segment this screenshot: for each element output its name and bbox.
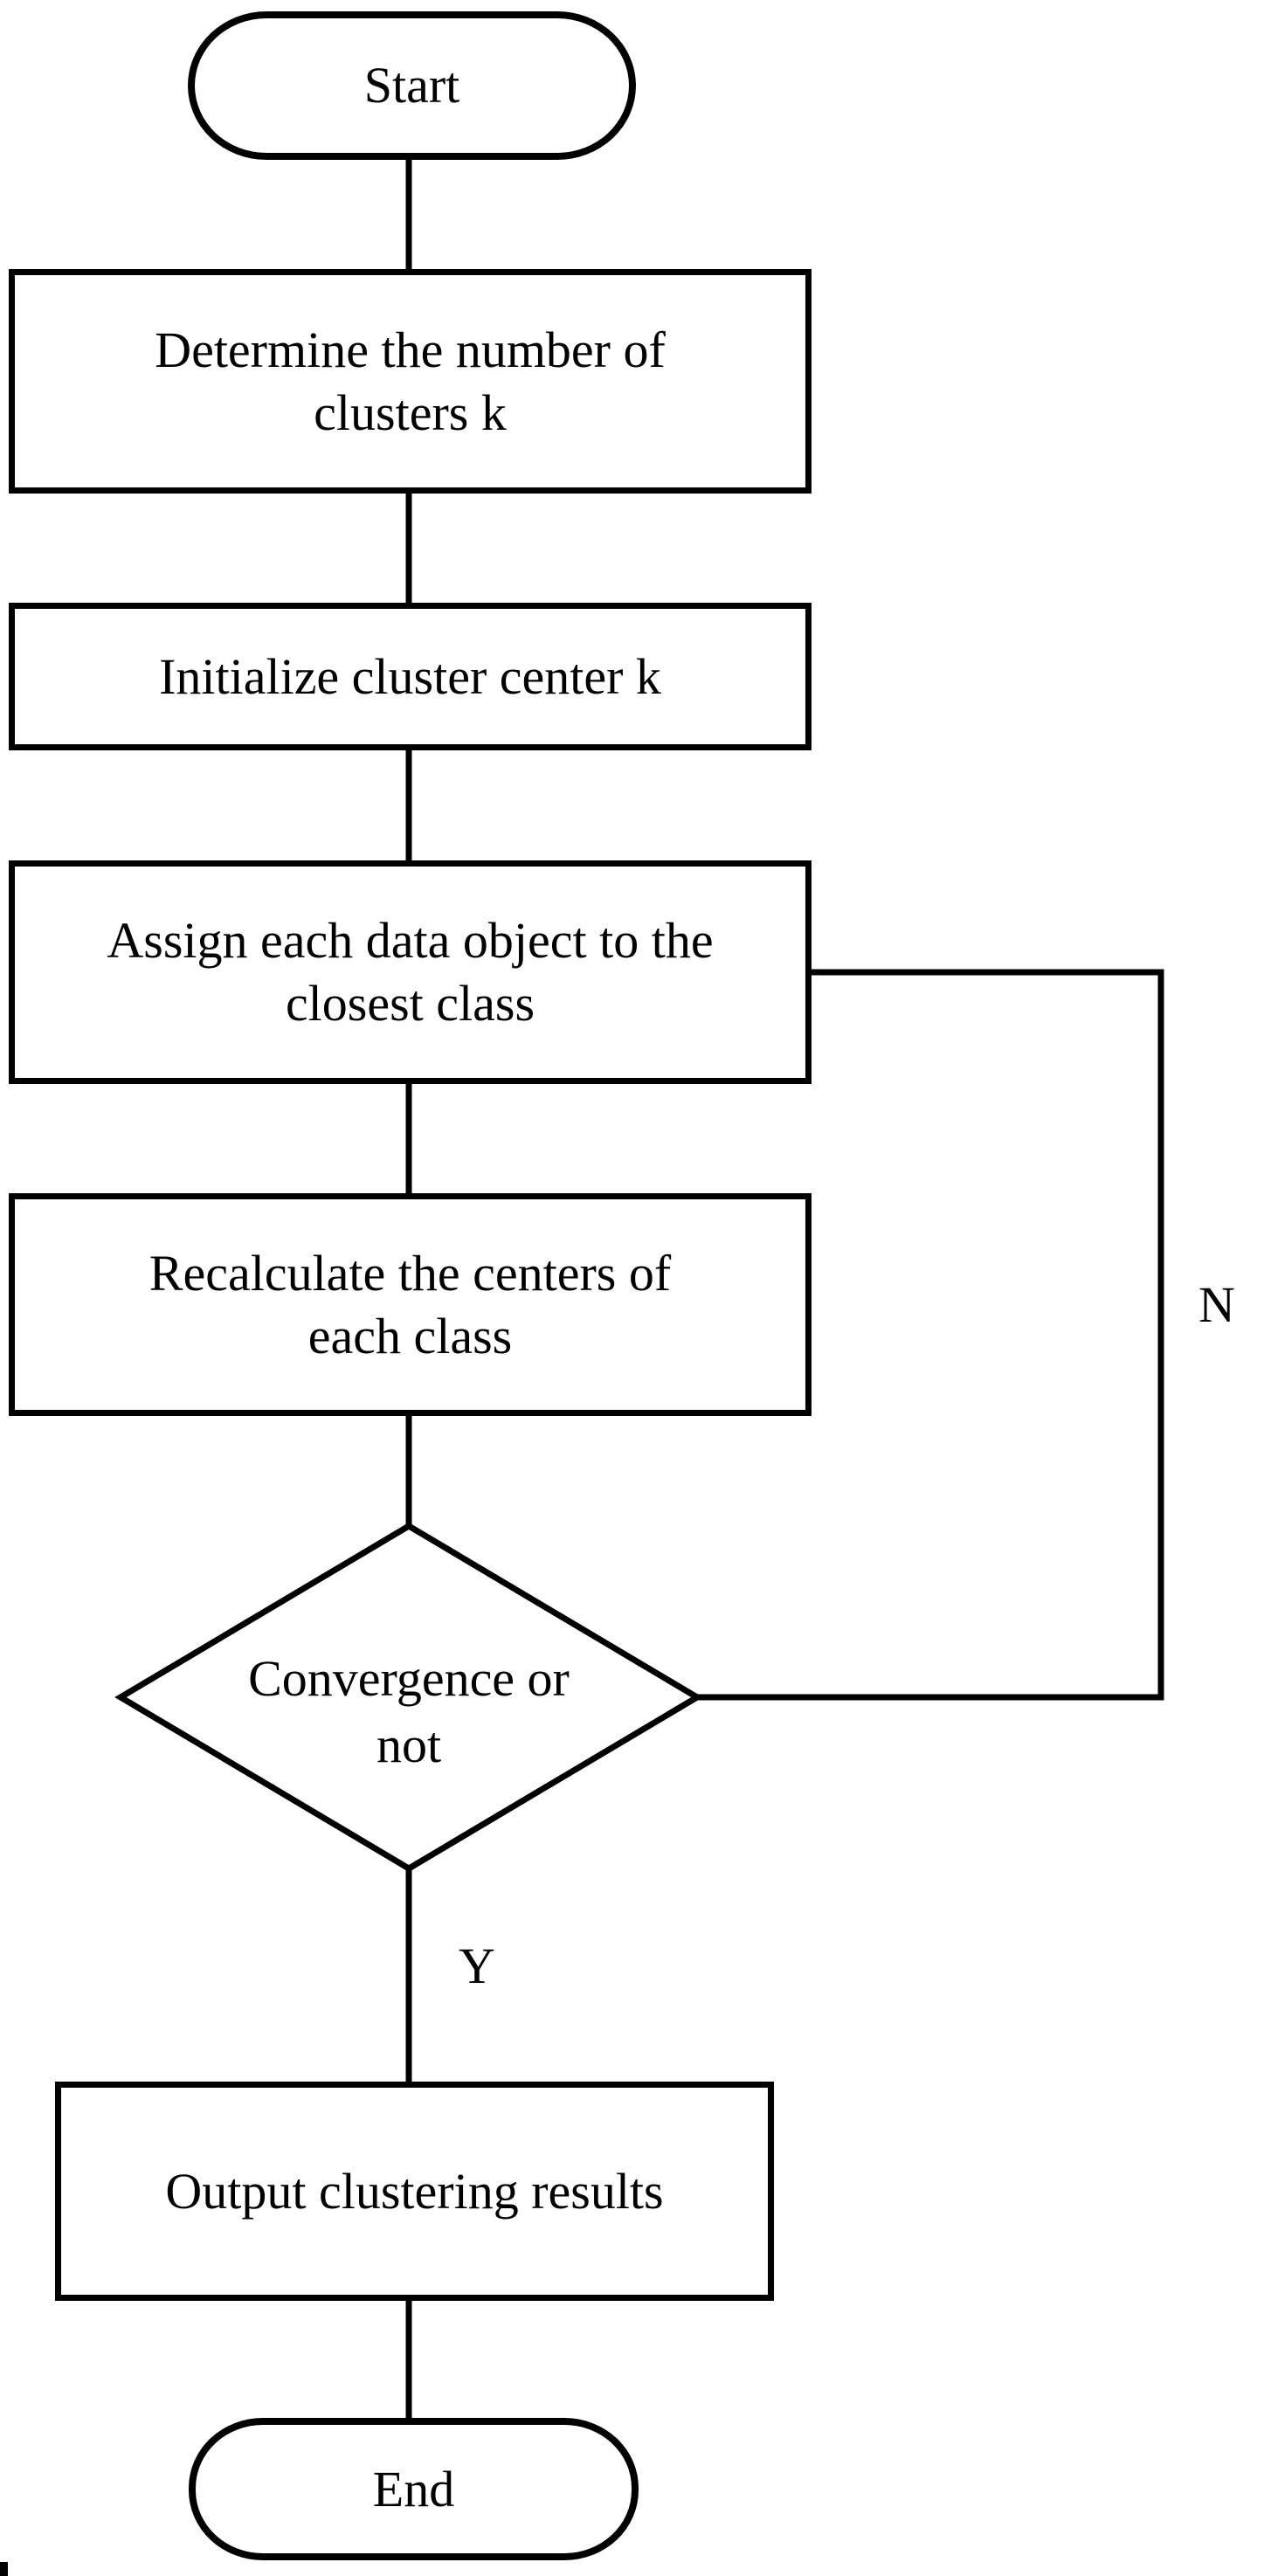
end-terminator: End [189,2418,639,2560]
convergence-decision: Convergence or not [164,1616,653,1808]
assign-objects-label-line1: Assign each data object to the [107,912,714,969]
determine-clusters-label-line2: clusters k [314,383,507,441]
output-results-label: Output clustering results [165,2162,664,2220]
start-terminator: Start [188,11,636,160]
convergence-label-line2: not [376,1716,442,1773]
yes-edge-label: Y [459,1937,495,1994]
initialize-centers-label: Initialize cluster center k [159,647,661,705]
determine-clusters-process: Determine the number of clusters k [9,269,812,494]
end-label: End [372,2460,455,2517]
output-results-process: Output clustering results [55,2082,774,2301]
recalculate-centers-process: Recalculate the centers of each class [9,1193,812,1416]
assign-objects-process: Assign each data object to the closest c… [9,860,812,1084]
no-edge-label: N [1198,1276,1235,1333]
assign-objects-label-line2: closest class [285,975,535,1032]
connector-no-loop [694,969,1164,1701]
convergence-diamond-shape [114,1522,703,1873]
determine-clusters-label-line1: Determine the number of [155,321,666,378]
scan-corner-mark [0,2562,8,2576]
recalculate-centers-label-line2: each class [307,1307,513,1364]
recalculate-centers-label-line1: Recalculate the centers of [149,1244,672,1302]
convergence-label-line1: Convergence or [248,1650,570,1707]
initialize-centers-process: Initialize cluster center k [9,603,812,750]
start-label: Start [363,57,460,114]
